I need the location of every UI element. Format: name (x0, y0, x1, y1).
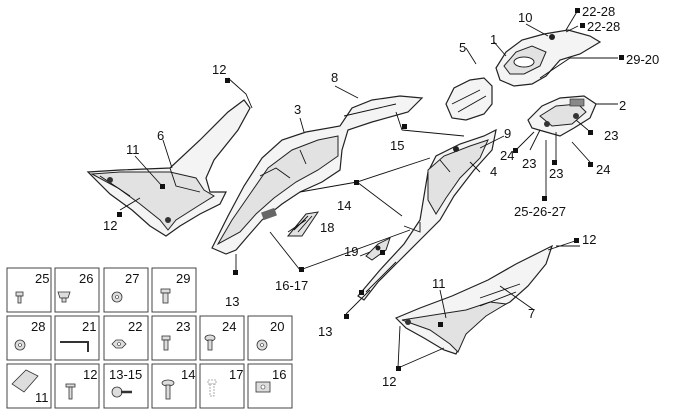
label-23: 23 (522, 156, 536, 171)
label-12: 12 (582, 232, 596, 247)
label-15: 15 (390, 138, 404, 153)
part-3-center-tail-panel (211, 95, 424, 255)
label-14: 14 (337, 198, 351, 213)
label-7: 7 (528, 306, 535, 321)
label-5: 5 (459, 40, 466, 55)
washer-icon (14, 339, 26, 351)
clip-nut-icon (57, 291, 71, 303)
part-18-small-grille (286, 211, 320, 237)
box-label-11: 11 (35, 390, 49, 405)
label-13: 13 (318, 324, 332, 339)
box-label-29: 29 (176, 271, 190, 286)
box-label-16: 16 (272, 367, 286, 382)
bolt-icon (160, 288, 171, 304)
foam-pad-icon (11, 369, 39, 393)
part-5-seat-cowl (445, 77, 493, 121)
leader-lines (119, 9, 618, 369)
box-label-22: 22 (128, 319, 142, 334)
washer-icon (111, 291, 123, 303)
box-label-28: 28 (31, 319, 45, 334)
label-1: 1 (490, 32, 497, 47)
label-12: 12 (103, 218, 117, 233)
clip-icon (255, 381, 271, 393)
box-label-27: 27 (125, 271, 139, 286)
part-6-left-side-panel (86, 99, 251, 237)
box-label-26: 26 (79, 271, 93, 286)
label-11: 11 (126, 142, 140, 157)
box-label-12: 12 (83, 367, 97, 382)
nut-icon (111, 339, 127, 349)
bolt-icon (65, 383, 76, 400)
label-16-17: 16-17 (275, 278, 308, 293)
box-label-17: 17 (229, 367, 243, 382)
label-23: 23 (549, 166, 563, 181)
square-markers (117, 8, 624, 371)
label-4: 4 (490, 164, 497, 179)
part-2-bracket (527, 95, 597, 137)
screw-icon (207, 379, 217, 397)
label-9: 9 (504, 126, 511, 141)
part-19-small-clip (365, 237, 391, 261)
label-6: 6 (157, 128, 164, 143)
label-23: 23 (604, 128, 618, 143)
rivet-icon (204, 334, 216, 351)
screw-icon (111, 386, 132, 398)
label-12: 12 (382, 374, 396, 389)
label-11: 11 (432, 276, 446, 291)
box-label-20: 20 (270, 319, 284, 334)
label-22-28: 22-28 (582, 4, 615, 19)
part-1-tail-unit (495, 29, 602, 87)
label-8: 8 (331, 70, 338, 85)
label-18: 18 (320, 220, 334, 235)
label-19: 19 (344, 244, 358, 259)
box-label-13-15: 13-15 (109, 367, 142, 382)
box-label-23: 23 (176, 319, 190, 334)
hardware-legend: 25 26 27 29 28 21 (6, 267, 293, 409)
box-label-14: 14 (181, 367, 195, 382)
label-10: 10 (518, 10, 532, 25)
label-24: 24 (596, 162, 610, 177)
part-labels: 12 6 11 12 8 3 15 14 13 18 19 16-17 13 5… (103, 4, 659, 389)
washer-icon (256, 339, 268, 351)
box-label-24: 24 (222, 319, 236, 334)
bolt-icon (161, 379, 175, 400)
box-label-25: 25 (35, 271, 49, 286)
label-24: 24 (500, 148, 514, 163)
label-2: 2 (619, 98, 626, 113)
part-4-right-tail-panel (357, 128, 497, 301)
label-22-28: 22-28 (587, 19, 620, 34)
label-29-20: 29-20 (626, 52, 659, 67)
screw-icon (15, 291, 24, 304)
part-7-right-side-panel (394, 244, 554, 355)
label-3: 3 (294, 102, 301, 117)
screw-hole (107, 177, 113, 183)
screw-hole (165, 217, 171, 223)
allen-key-icon (60, 341, 89, 352)
screw-icon (161, 335, 171, 351)
label-25-26-27: 25-26-27 (514, 204, 566, 219)
label-12: 12 (212, 62, 226, 77)
box-label-21: 21 (82, 319, 96, 334)
label-13: 13 (225, 294, 239, 309)
